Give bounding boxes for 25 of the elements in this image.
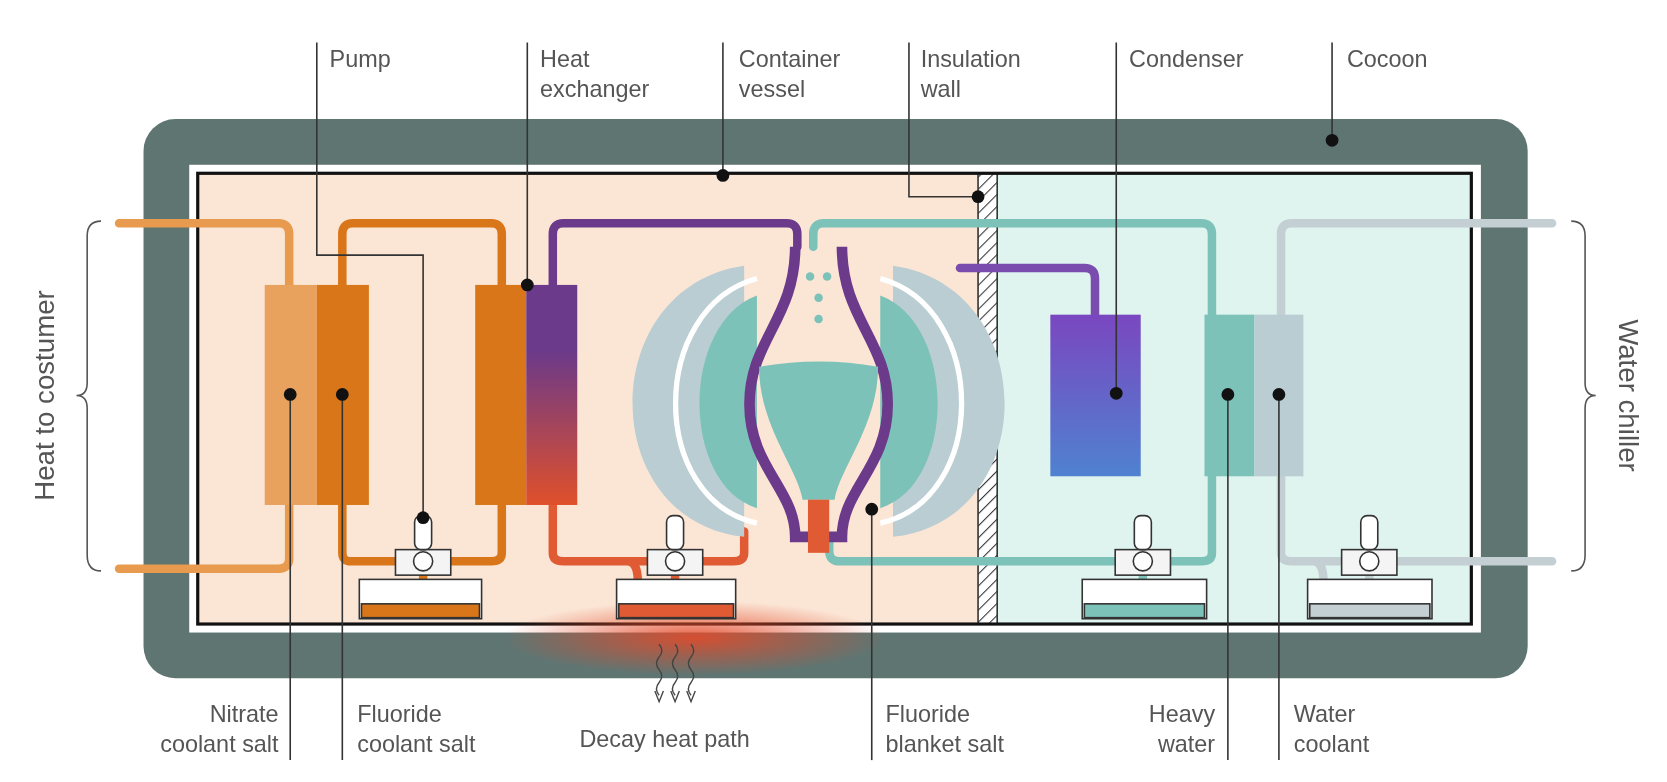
callout-label: Heavy water — [1119, 699, 1216, 760]
caption-label: Decay heat path — [579, 725, 750, 755]
leader-line — [1221, 388, 1235, 761]
side-label: Heat to costumer — [29, 289, 60, 502]
leader-line — [1109, 41, 1123, 400]
callout-label: Pump — [329, 44, 436, 75]
leader-line — [520, 41, 534, 292]
leader-line — [716, 41, 730, 182]
callout-label: Fluoride blanket salt — [885, 699, 1046, 760]
callout-label: Nitrate coolant salt — [129, 699, 279, 760]
callout-label: Heat exchanger — [540, 44, 684, 105]
leader-line — [1272, 388, 1286, 761]
side-label: Water chiller — [1613, 318, 1644, 474]
callout-label: Fluoride coolant salt — [357, 699, 517, 760]
callout-label: Cocoon — [1346, 44, 1464, 75]
leader-line — [283, 388, 297, 761]
leader-line — [908, 41, 985, 204]
leader-line — [865, 502, 879, 761]
callout-label: Insulation wall — [920, 44, 1059, 105]
leader-line — [316, 41, 430, 525]
leader-line — [1325, 41, 1339, 147]
leader-line — [335, 388, 349, 761]
callout-label: Condenser — [1129, 44, 1278, 75]
callout-label: Container vessel — [738, 44, 888, 105]
callout-label: Water coolant — [1293, 699, 1401, 760]
